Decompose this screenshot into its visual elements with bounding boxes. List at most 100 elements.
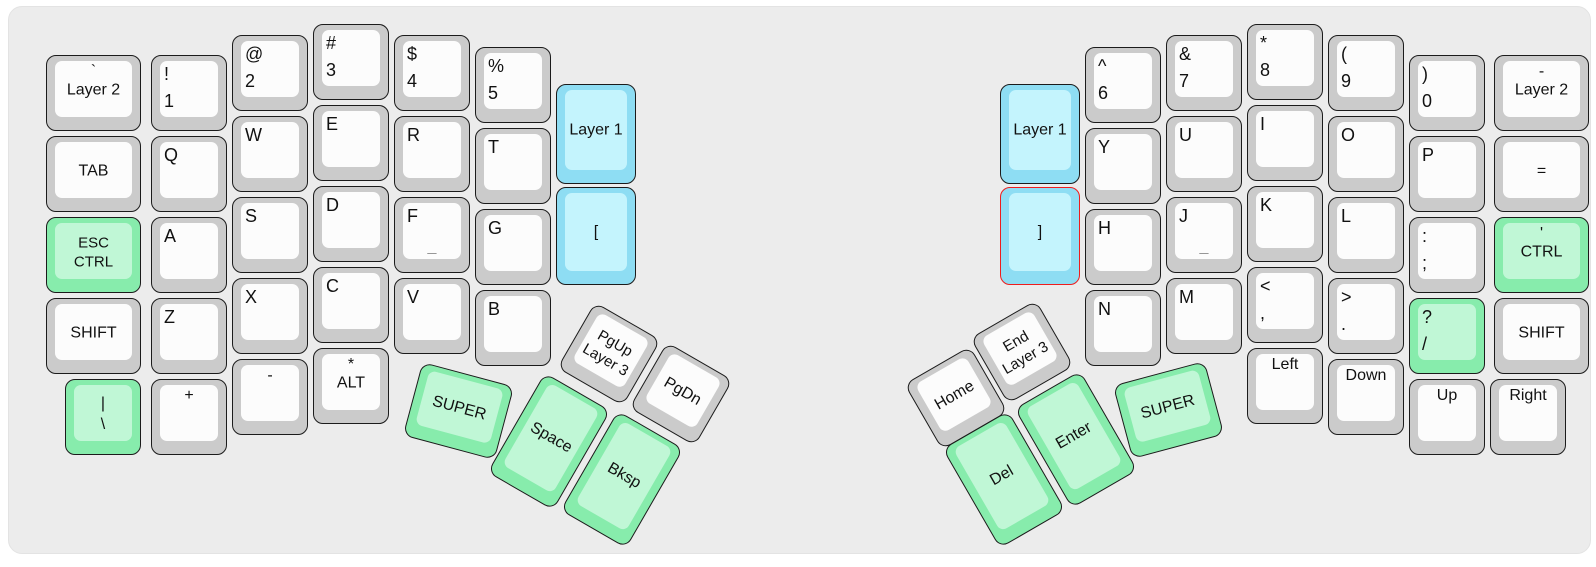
keycap-top bbox=[160, 142, 218, 198]
key-r-ctrl[interactable]: 'CTRL bbox=[1494, 217, 1589, 293]
key-l-z[interactable]: Z bbox=[151, 298, 227, 374]
keycap-top bbox=[484, 296, 542, 352]
key-r-n[interactable]: N bbox=[1085, 290, 1161, 366]
key-r-comma[interactable]: <, bbox=[1247, 267, 1323, 343]
keycap-top bbox=[160, 385, 218, 441]
key-r-7[interactable]: &7 bbox=[1166, 35, 1242, 111]
key-r-super[interactable]: SUPER bbox=[1112, 361, 1225, 459]
key-r-m[interactable]: M bbox=[1166, 278, 1242, 354]
keycap-top bbox=[322, 354, 380, 410]
keycap-top bbox=[1418, 61, 1476, 117]
key-l-3[interactable]: #3 bbox=[313, 24, 389, 100]
key-r-h[interactable]: H bbox=[1085, 209, 1161, 285]
key-l-plus[interactable]: + bbox=[151, 379, 227, 455]
key-l-w[interactable]: W bbox=[232, 116, 308, 192]
key-l-f[interactable]: F_ bbox=[394, 197, 470, 273]
key-l-super[interactable]: SUPER bbox=[402, 362, 515, 460]
keycap-top bbox=[643, 351, 723, 430]
keycap-top bbox=[1256, 273, 1314, 329]
key-l-r[interactable]: R bbox=[394, 116, 470, 192]
key-r-down[interactable]: Down bbox=[1328, 359, 1404, 435]
key-l-x[interactable]: X bbox=[232, 278, 308, 354]
key-r-i[interactable]: I bbox=[1247, 105, 1323, 181]
keycap-top bbox=[1256, 192, 1314, 248]
key-l-e[interactable]: E bbox=[313, 105, 389, 181]
key-r-up[interactable]: Up bbox=[1409, 379, 1485, 455]
keycap-top bbox=[415, 370, 504, 445]
key-l-tab[interactable]: TAB bbox=[46, 136, 141, 212]
key-l-layer2[interactable]: `Layer 2 bbox=[46, 55, 141, 131]
key-r-p[interactable]: P bbox=[1409, 136, 1485, 212]
keycap-top bbox=[241, 41, 299, 97]
key-r-layer1[interactable]: Layer 1 bbox=[1000, 84, 1080, 184]
key-l-q[interactable]: Q bbox=[151, 136, 227, 212]
keycap-top bbox=[565, 90, 627, 170]
key-l-d[interactable]: D bbox=[313, 186, 389, 262]
key-l-a[interactable]: A bbox=[151, 217, 227, 293]
keycap-top bbox=[1503, 304, 1580, 360]
keycap-top bbox=[1418, 385, 1476, 441]
key-r-j[interactable]: J_ bbox=[1166, 197, 1242, 273]
keycap-top bbox=[1418, 223, 1476, 279]
keycap-top bbox=[1337, 41, 1395, 97]
keycap-top bbox=[160, 304, 218, 360]
keycap-top bbox=[322, 111, 380, 167]
key-r-left[interactable]: Left bbox=[1247, 348, 1323, 424]
key-r-k[interactable]: K bbox=[1247, 186, 1323, 262]
keycap-top bbox=[484, 53, 542, 109]
keycap-top bbox=[1503, 142, 1580, 198]
key-l-shift[interactable]: SHIFT bbox=[46, 298, 141, 374]
keycap-top bbox=[980, 309, 1060, 388]
keycap-top bbox=[403, 203, 461, 259]
keycap-top bbox=[1256, 111, 1314, 167]
key-r-6[interactable]: ^6 bbox=[1085, 47, 1161, 123]
key-r-8[interactable]: *8 bbox=[1247, 24, 1323, 100]
keycap-top bbox=[322, 273, 380, 329]
key-l-minus[interactable]: - bbox=[232, 359, 308, 435]
key-r-u[interactable]: U bbox=[1166, 116, 1242, 192]
keycap-top bbox=[1175, 122, 1233, 178]
keycap-top bbox=[1094, 134, 1152, 190]
key-r-equals[interactable]: = bbox=[1494, 136, 1589, 212]
key-r-rbracket[interactable]: ] bbox=[1000, 187, 1080, 285]
key-l-1[interactable]: !1 bbox=[151, 55, 227, 131]
key-r-l[interactable]: L bbox=[1328, 197, 1404, 273]
key-l-4[interactable]: $4 bbox=[394, 35, 470, 111]
key-l-esc-ctrl[interactable]: ESC CTRL bbox=[46, 217, 141, 293]
key-r-period[interactable]: >. bbox=[1328, 278, 1404, 354]
key-l-2[interactable]: @2 bbox=[232, 35, 308, 111]
keycap-top bbox=[1503, 61, 1580, 117]
keycap-top bbox=[1123, 369, 1212, 444]
key-r-layer2[interactable]: -Layer 2 bbox=[1494, 55, 1589, 131]
keycap-top bbox=[241, 284, 299, 340]
key-r-9[interactable]: (9 bbox=[1328, 35, 1404, 111]
key-l-lbracket[interactable]: [ bbox=[556, 187, 636, 285]
key-r-right[interactable]: Right bbox=[1490, 379, 1566, 455]
key-r-shift[interactable]: SHIFT bbox=[1494, 298, 1589, 374]
key-l-c[interactable]: C bbox=[313, 267, 389, 343]
key-r-y[interactable]: Y bbox=[1085, 128, 1161, 204]
key-r-semicolon[interactable]: :; bbox=[1409, 217, 1485, 293]
keycap-top bbox=[1094, 296, 1152, 352]
keycap-top bbox=[1256, 354, 1314, 410]
key-l-5[interactable]: %5 bbox=[475, 47, 551, 123]
key-l-pipe[interactable]: | \ bbox=[65, 379, 141, 455]
key-l-t[interactable]: T bbox=[475, 128, 551, 204]
keycap-top bbox=[1009, 90, 1071, 170]
key-l-v[interactable]: V bbox=[394, 278, 470, 354]
keycap-top bbox=[241, 203, 299, 259]
key-r-o[interactable]: O bbox=[1328, 116, 1404, 192]
key-l-g[interactable]: G bbox=[475, 209, 551, 285]
key-l-layer1[interactable]: Layer 1 bbox=[556, 84, 636, 184]
key-r-0[interactable]: )0 bbox=[1409, 55, 1485, 131]
keycap-top bbox=[241, 365, 299, 421]
key-l-b[interactable]: B bbox=[475, 290, 551, 366]
key-l-s[interactable]: S bbox=[232, 197, 308, 273]
key-l-alt[interactable]: *ALT bbox=[313, 348, 389, 424]
key-r-slash[interactable]: ?/ bbox=[1409, 298, 1485, 374]
keycap-top bbox=[1337, 284, 1395, 340]
keycap-top bbox=[1094, 53, 1152, 109]
keycap-top bbox=[403, 122, 461, 178]
keycap-top bbox=[403, 284, 461, 340]
